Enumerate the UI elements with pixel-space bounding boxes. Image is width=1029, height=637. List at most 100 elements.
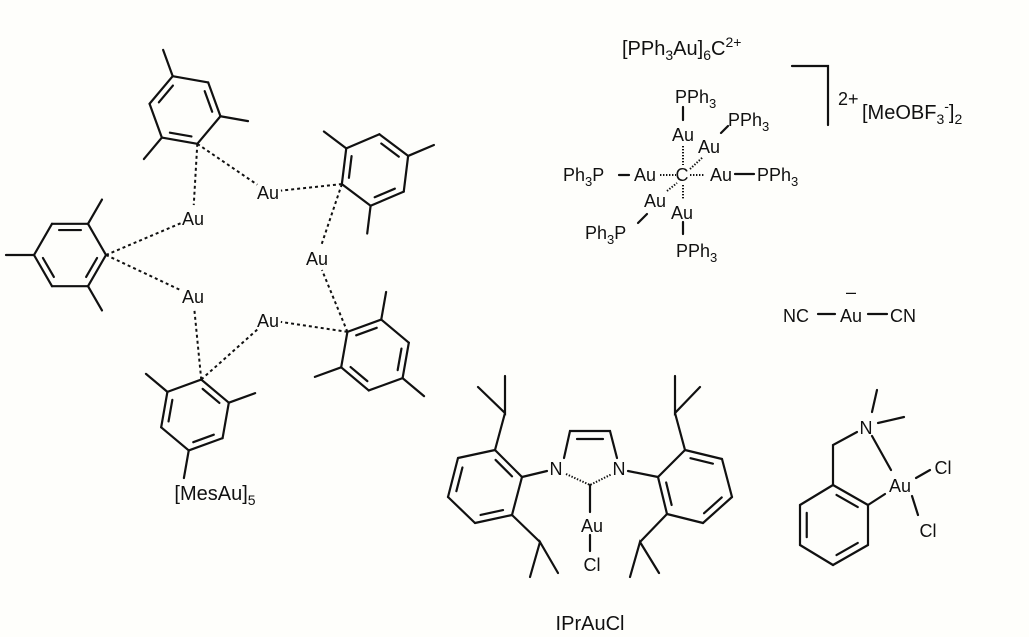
isopropyl <box>628 539 661 579</box>
au-label: Au <box>182 287 204 307</box>
au-label: Au <box>889 476 911 496</box>
chloride-label: Cl <box>584 555 601 575</box>
ring-bond <box>32 253 54 288</box>
nitrogen-label: N <box>860 418 873 438</box>
dative-bond <box>870 434 893 472</box>
methyl-group <box>182 449 190 480</box>
methyl-group <box>322 130 348 150</box>
au-aryl-dashed-bond <box>280 183 342 192</box>
aromatic-double-bond <box>201 387 221 405</box>
aryl-rings <box>446 448 734 525</box>
ring-bond <box>380 318 410 344</box>
aromatic-double-bond <box>157 84 175 104</box>
ring-bond <box>369 190 405 207</box>
ring-bond <box>171 75 210 84</box>
ring-bond <box>340 366 370 392</box>
aromatic-double-bond <box>355 326 378 337</box>
ligand-left: Ph3P <box>563 165 604 189</box>
ring-bond <box>665 512 705 525</box>
aromatic-double-bond <box>373 187 396 199</box>
ring-bond <box>493 448 524 479</box>
ring-bond <box>446 495 477 525</box>
methyl-group <box>380 290 388 321</box>
hashed-bond <box>666 182 678 192</box>
methyl <box>870 388 879 414</box>
au-aryl-dashed-bond <box>105 254 182 292</box>
mesityl-rings <box>4 48 436 480</box>
ring-bond <box>148 102 163 139</box>
aromatic-double-bond <box>349 365 369 383</box>
ring-bond <box>473 513 514 525</box>
phenyl-ring <box>798 483 870 567</box>
methylene <box>831 430 859 487</box>
ring-bond <box>340 147 348 186</box>
methyl-group <box>162 48 174 78</box>
aromatic-double-bond <box>380 142 400 158</box>
ring-bond <box>346 318 383 333</box>
ring-bond <box>196 115 222 145</box>
cyano-right: CN <box>890 306 916 326</box>
isopropyl <box>476 374 507 416</box>
nitrogen-right: N <box>613 459 626 479</box>
ligand-bottom: PPh3 <box>676 241 717 265</box>
ring-bond <box>160 390 169 429</box>
aromatic-double-bond <box>85 256 99 279</box>
au-aryl-dashed-bond <box>196 143 258 186</box>
ring-bond <box>720 457 734 499</box>
au-label: Au <box>671 203 693 223</box>
ring-bond <box>200 378 230 404</box>
chloride-label: Cl <box>920 521 937 541</box>
bond <box>520 469 549 479</box>
ring-bond <box>32 222 54 257</box>
ring-bond <box>340 182 372 207</box>
ring-bond <box>86 222 108 257</box>
au-label: Au <box>644 191 666 211</box>
au-label: Au <box>634 165 656 185</box>
ring-bond <box>160 136 199 145</box>
ring-bond <box>831 543 870 567</box>
benzylamine-au-cl2: N Au Cl Cl <box>798 388 952 567</box>
aromatic-double-bond <box>347 154 353 179</box>
au-label: Au <box>840 306 862 326</box>
ring-bond <box>701 495 734 525</box>
au-label: Au <box>257 311 279 331</box>
ring-bond <box>402 154 410 193</box>
aromatic-double-bond <box>494 458 514 478</box>
cyano-left: NC <box>783 306 809 326</box>
bond <box>719 124 730 135</box>
ipr-caption: IPrAuCl <box>556 613 625 635</box>
aromatic-double-bond <box>479 509 505 517</box>
bond <box>866 492 887 507</box>
methyl-group <box>313 366 343 378</box>
ring-bond <box>378 133 410 158</box>
methyl-group <box>366 204 372 235</box>
ipr-au-cl: N N Au Cl IPrAuCl <box>446 374 734 635</box>
ring-bond <box>160 426 190 452</box>
counterion: [MeOBF3-]2 <box>862 98 962 127</box>
aromatic-double-bond <box>702 496 723 515</box>
aromatic-double-bond <box>835 541 859 557</box>
central-carbon: C <box>676 165 689 185</box>
ring-bond <box>456 448 497 460</box>
au-label: Au <box>257 183 279 203</box>
aromatic-double-bond <box>455 466 464 493</box>
au-aryl-interactions <box>105 143 349 381</box>
au-aryl-dashed-bond <box>320 183 343 246</box>
bond <box>914 468 932 480</box>
methyl-group <box>86 198 104 225</box>
ring-bond <box>798 483 835 507</box>
ring-bond <box>401 341 410 380</box>
aromatic-double-bond <box>41 256 55 279</box>
ring-bond <box>367 377 404 392</box>
ligand-bottom-left: Ph3P <box>585 223 626 247</box>
ring-bond <box>207 81 222 118</box>
ring-bond <box>148 75 174 105</box>
isopropyl <box>673 374 702 416</box>
ring-bond <box>340 330 349 369</box>
aromatic-double-bond <box>203 90 214 113</box>
bond <box>493 411 507 452</box>
ring-bond <box>798 543 835 567</box>
methyl-group <box>227 392 257 404</box>
ring-bond <box>656 475 669 516</box>
